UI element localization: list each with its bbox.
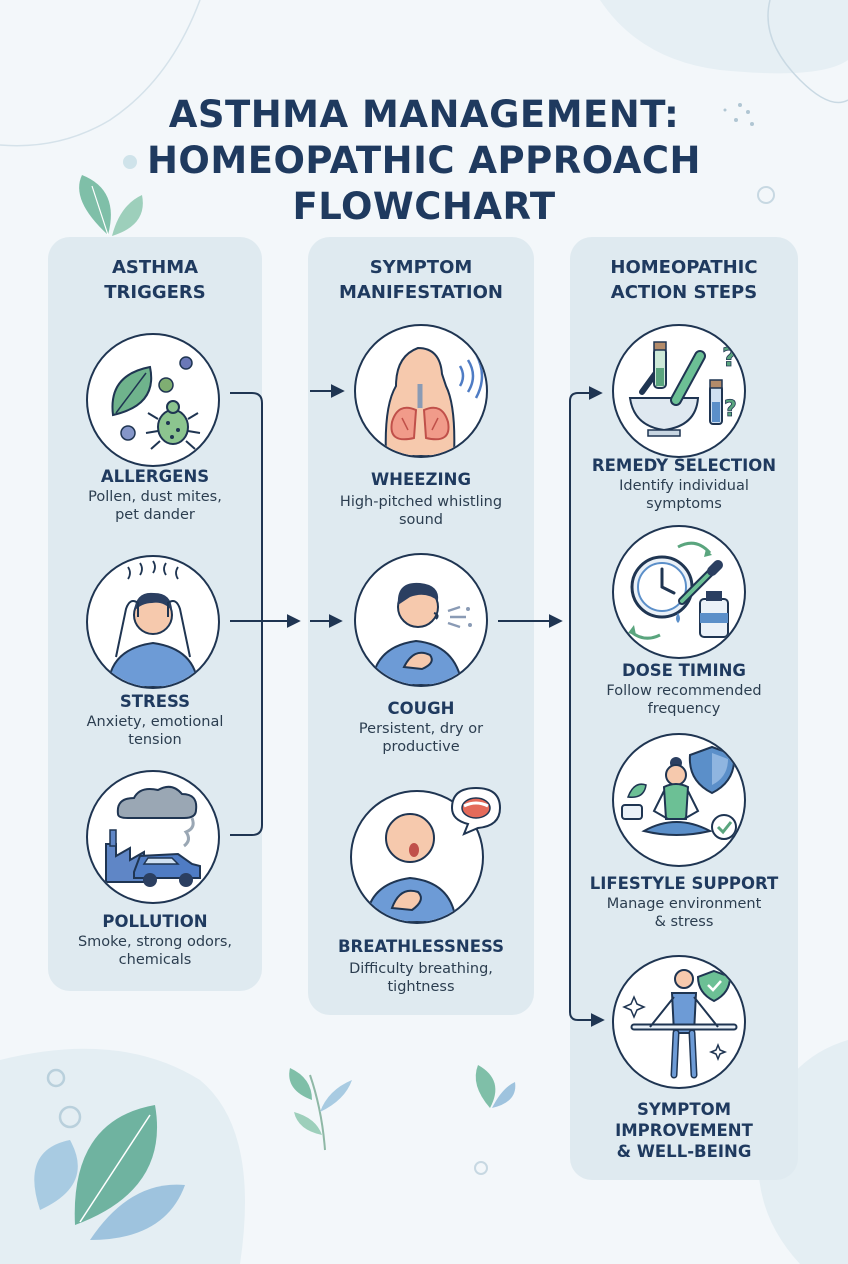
- dose-timing-description: Follow recommended frequency: [570, 682, 798, 718]
- cough-label: COUGH: [387, 699, 455, 718]
- remedy-selection-label: REMEDY SELECTION: [591, 456, 777, 475]
- wheezing-desc-line-2: sound: [398, 512, 443, 528]
- symptoms-header-line-1: SYMPTOM: [369, 257, 473, 278]
- allergens-desc-line-2: pet dander: [115, 507, 195, 523]
- lungs-wheezing-icon: [354, 324, 488, 458]
- lifestyle-support-desc-line-1: Manage environment: [606, 896, 762, 912]
- factory-car-pollution-icon: [86, 770, 220, 904]
- balanced-person-icon: [612, 955, 746, 1089]
- triggers-header-line-2: TRIGGERS: [104, 282, 206, 303]
- pollution-description: Smoke, strong odors, chemicals: [48, 933, 262, 969]
- stressed-person-icon: [86, 555, 220, 689]
- remedy-selection-desc-line-2: symptoms: [646, 496, 722, 512]
- dose-timing-desc-line-2: frequency: [647, 701, 721, 717]
- stress-desc-line-1: Anxiety, emotional: [86, 714, 224, 730]
- remedy-selection-description: Identify individual symptoms: [570, 477, 798, 513]
- triggers-header-line-1: ASTHMA: [111, 257, 199, 278]
- allergens-label: ALLERGENS: [100, 467, 210, 486]
- allergens-desc-line-1: Pollen, dust mites,: [88, 489, 222, 505]
- page-title: ASTHMA MANAGEMENT: HOMEOPATHIC APPROACH …: [0, 92, 848, 230]
- breathlessness-label: BREATHLESSNESS: [337, 937, 505, 956]
- lifestyle-support-description: Manage environment & stress: [570, 895, 798, 931]
- cough-desc-line-2: productive: [382, 739, 460, 755]
- dose-timing-desc-line-1: Follow recommended: [606, 683, 762, 699]
- symptoms-header-line-2: MANIFESTATION: [339, 282, 503, 303]
- cough-desc-line-1: Persistent, dry or: [358, 721, 484, 737]
- breathlessness-desc-line-2: tightness: [387, 979, 455, 995]
- breathless-person-icon: [350, 790, 484, 924]
- title-line-3: FLOWCHART: [292, 185, 556, 228]
- mortar-vials-icon: ? ?: [612, 324, 746, 458]
- stress-description: Anxiety, emotional tension: [48, 713, 262, 749]
- remedy-selection-desc-line-1: Identify individual: [619, 478, 749, 494]
- triggers-header: ASTHMA TRIGGERS: [48, 255, 262, 305]
- wheezing-desc-line-1: High-pitched whistling: [339, 494, 503, 510]
- pollution-desc-line-1: Smoke, strong odors,: [77, 934, 233, 950]
- actions-header: HOMEOPATHIC ACTION STEPS: [570, 255, 798, 305]
- actions-header-line-2: ACTION STEPS: [610, 282, 758, 303]
- title-line-1: ASTHMA MANAGEMENT:: [168, 93, 680, 136]
- pollution-desc-line-2: chemicals: [118, 952, 192, 968]
- clock-dropper-icon: [612, 525, 746, 659]
- cough-description: Persistent, dry or productive: [308, 720, 534, 756]
- breathlessness-description: Difficulty breathing, tightness: [308, 960, 534, 996]
- svg-text:?: ?: [724, 397, 737, 422]
- wheezing-label: WHEEZING: [370, 470, 471, 489]
- wheezing-description: High-pitched whistling sound: [308, 493, 534, 529]
- title-line-2: HOMEOPATHIC APPROACH: [146, 139, 702, 182]
- symptoms-header: SYMPTOM MANIFESTATION: [308, 255, 534, 305]
- breathlessness-desc-line-1: Difficulty breathing,: [349, 961, 493, 977]
- final-line-1: SYMPTOM: [636, 1100, 732, 1119]
- meditation-shield-icon: [612, 733, 746, 867]
- actions-header-line-1: HOMEOPATHIC: [610, 257, 758, 278]
- final-line-3: & WELL-BEING: [616, 1142, 752, 1161]
- allergens-description: Pollen, dust mites, pet dander: [48, 488, 262, 524]
- final-line-2: IMPROVEMENT: [615, 1121, 753, 1140]
- stress-label: STRESS: [119, 692, 191, 711]
- allergens-icon: [86, 333, 220, 467]
- pollution-label: POLLUTION: [102, 912, 208, 931]
- dose-timing-label: DOSE TIMING: [622, 661, 746, 680]
- lifestyle-support-desc-line-2: & stress: [654, 914, 714, 930]
- symptom-improvement-label: SYMPTOM IMPROVEMENT & WELL-BEING: [570, 1099, 798, 1162]
- coughing-person-icon: [354, 553, 488, 687]
- lifestyle-support-label: LIFESTYLE SUPPORT: [589, 874, 779, 893]
- stress-desc-line-2: tension: [128, 732, 182, 748]
